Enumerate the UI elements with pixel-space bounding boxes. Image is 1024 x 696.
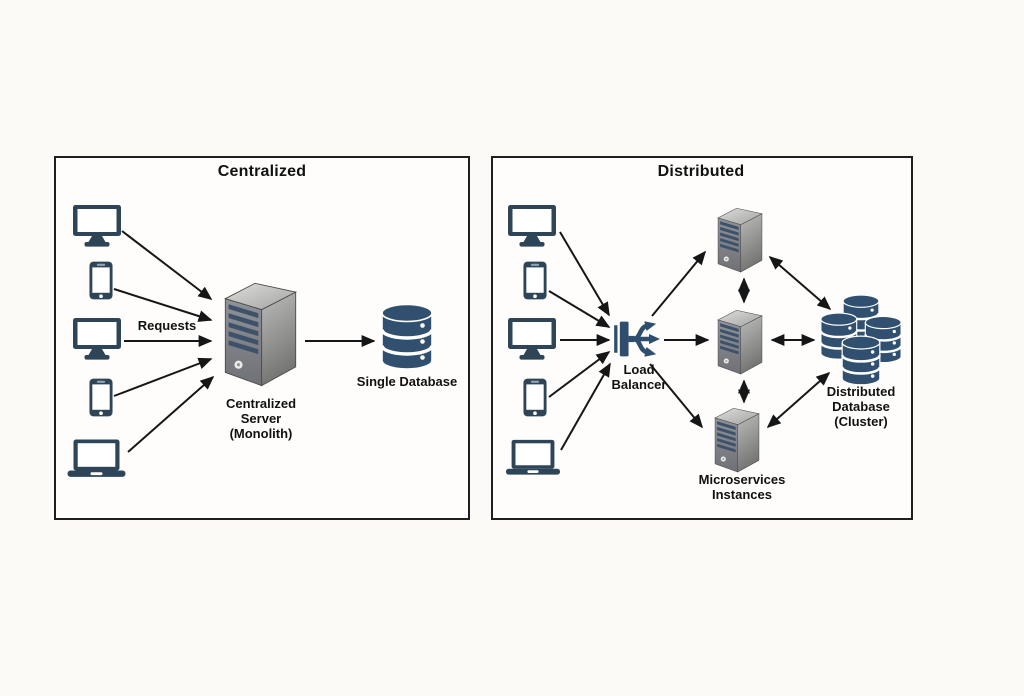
arrow-phone1-server — [113, 288, 213, 322]
centralized-title: Centralized — [217, 163, 307, 180]
arrow-monitor1-lb — [559, 231, 610, 317]
server-tower-icon — [714, 407, 760, 473]
phone-icon — [89, 378, 113, 417]
laptop-icon — [506, 439, 560, 475]
distributed-arrows — [548, 231, 832, 451]
server-tower-icon — [224, 282, 297, 387]
arrow-phone2-server — [113, 357, 213, 397]
arrow-phone2-lb — [548, 351, 611, 398]
arrow-phone1-lb — [548, 290, 611, 328]
server-tower-icon — [717, 207, 763, 273]
phone-icon — [523, 378, 547, 417]
phone-icon — [89, 261, 113, 300]
centralized-arrows — [113, 230, 376, 453]
laptop-icon — [67, 439, 126, 477]
server-tower-icon — [717, 309, 763, 375]
requests-label: Requests — [137, 318, 197, 333]
arrow-monitor1-server — [121, 230, 213, 300]
distributed-database-label: Distributed Database (Cluster) — [826, 384, 896, 429]
single-database-label: Single Database — [356, 374, 458, 389]
arrow-server-bottom-cluster — [766, 371, 831, 429]
microservices-label: Microservices Instances — [698, 472, 786, 502]
phone-icon — [523, 261, 547, 300]
load-balancer-label: Load Balancer — [611, 362, 667, 392]
arrow-laptop-lb — [560, 362, 611, 451]
arrow-laptop-server — [127, 375, 215, 453]
arrow-lb-server-bottom — [649, 363, 704, 429]
centralized-server-label: Centralized Server (Monolith) — [225, 396, 297, 441]
arrow-server-top-cluster — [768, 255, 832, 311]
arrow-lb-server-top — [651, 250, 707, 317]
distributed-title: Distributed — [657, 163, 745, 180]
database-icon — [381, 303, 433, 371]
